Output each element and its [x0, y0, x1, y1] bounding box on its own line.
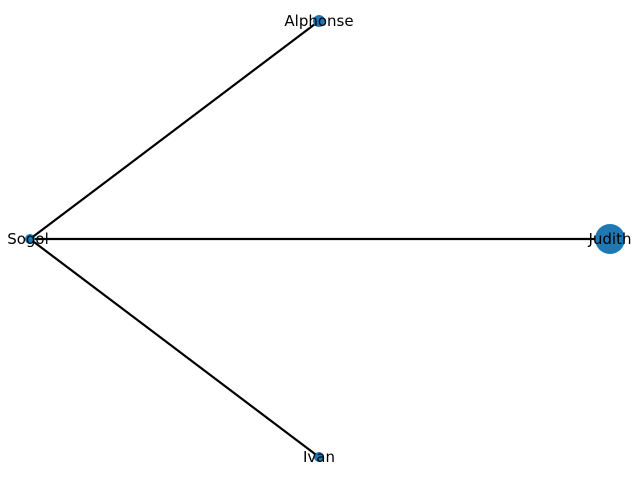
- node-sogol: [25, 234, 35, 244]
- node-alphonse: [313, 15, 325, 27]
- edge-sogol-alphonse: [29, 20, 320, 240]
- edges-layer: [29, 20, 610, 458]
- node-label-sogol: Sogol: [7, 230, 49, 248]
- node-ivan: [314, 452, 324, 462]
- labels-layer: Alphonse Sogol Judith Ivan: [7, 12, 631, 466]
- node-label-judith: Judith: [587, 230, 631, 248]
- node-label-ivan: Ivan: [303, 448, 335, 466]
- edge-sogol-ivan: [29, 238, 320, 458]
- nodes-layer: [25, 15, 625, 462]
- node-label-alphonse: Alphonse: [284, 12, 353, 30]
- node-judith: [595, 224, 625, 254]
